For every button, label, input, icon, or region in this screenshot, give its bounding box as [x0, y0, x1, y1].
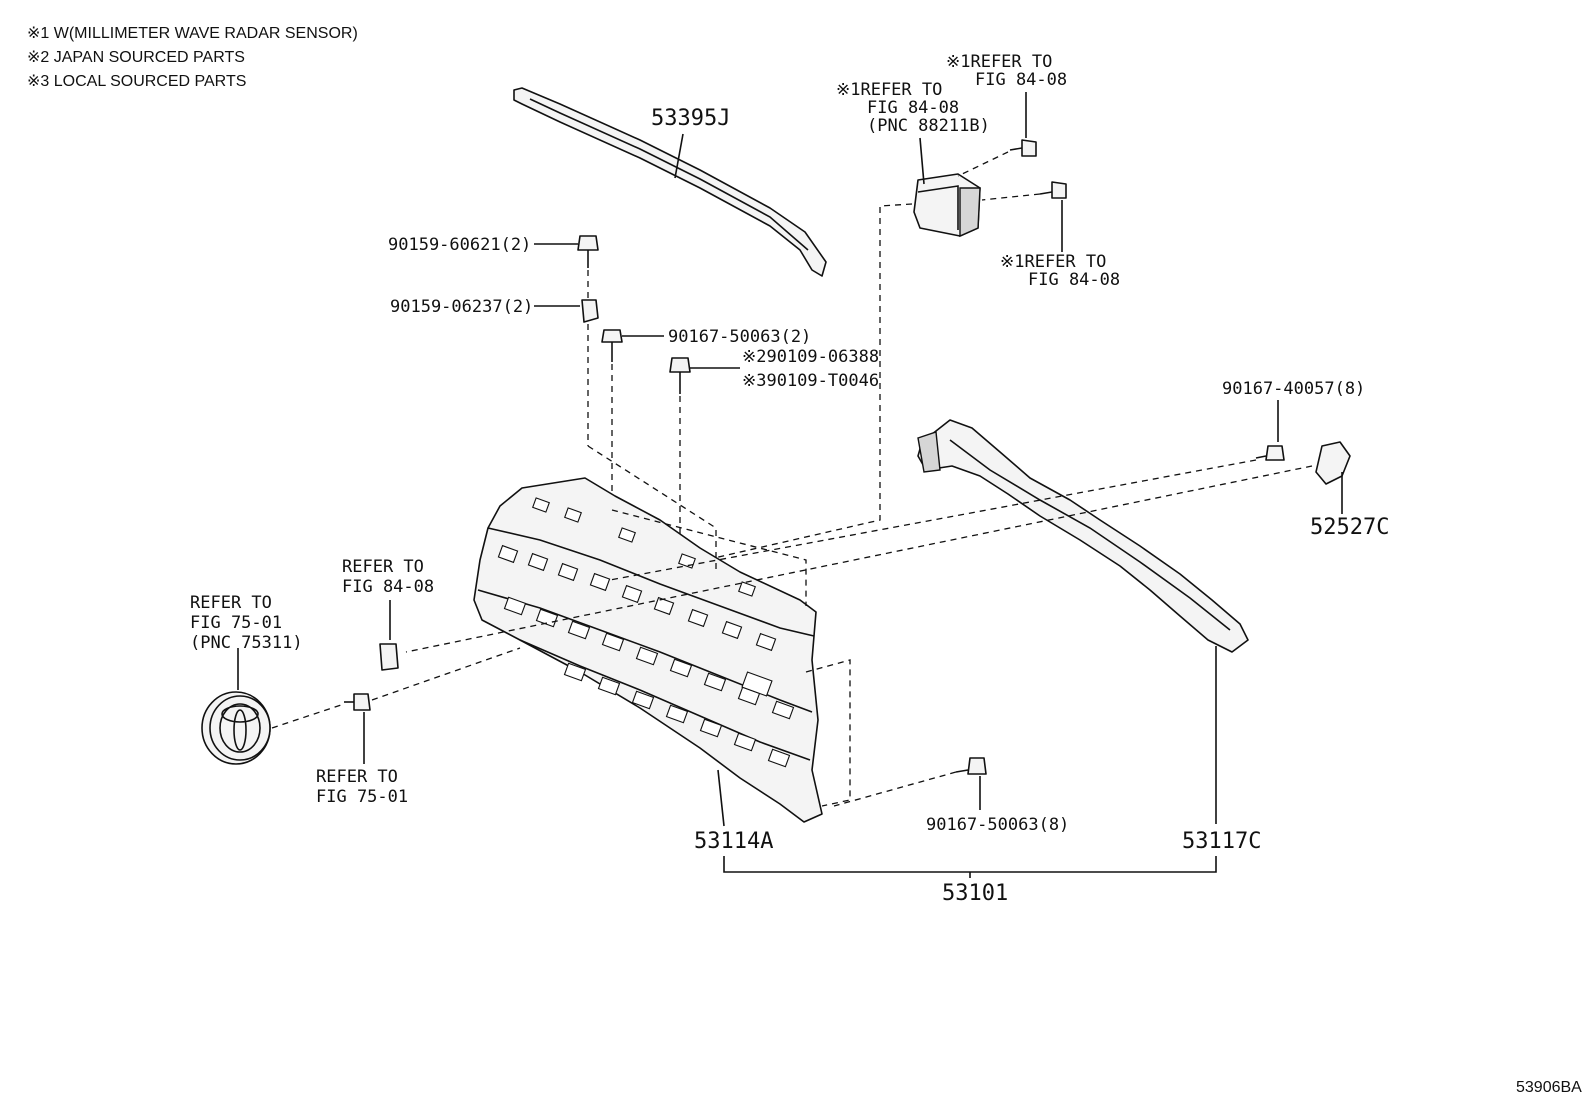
bolt-90159-60621[interactable]	[577, 235, 599, 268]
dash-screw-bottom	[833, 771, 957, 807]
radar-ref-b: ※1REFER TO FIG 84-08	[946, 52, 1067, 90]
radar-ref-b-line1: ※1REFER TO	[946, 52, 1052, 72]
label-emblem-line3: (PNC 75311)	[190, 633, 303, 653]
dash-radar-to-grille	[639, 203, 913, 576]
radar-ref-a-line3: (PNC 88211B)	[867, 116, 990, 136]
label-retainer: 53117C	[1182, 829, 1261, 854]
retainer-53117c[interactable]	[917, 419, 1249, 653]
dash-radar-lower	[981, 193, 1041, 201]
legend-notes: ※1 W(MILLIMETER WAVE RADAR SENSOR) ※2 JA…	[27, 25, 358, 90]
label-bracket: 52527C	[1310, 515, 1389, 540]
molding-strip-53395j[interactable]	[513, 87, 827, 277]
dash-nut-to-grille	[371, 647, 521, 701]
dash-box-mid	[611, 509, 807, 606]
screw-90167-50063-top[interactable]	[601, 329, 623, 362]
radar-ref-a: ※1REFER TO FIG 84-08 (PNC 88211B)	[836, 80, 990, 136]
clip-90159-06237[interactable]	[581, 299, 599, 323]
screw-90167-40057[interactable]	[1255, 445, 1285, 461]
note-3: ※3 LOCAL SOURCED PARTS	[27, 73, 246, 90]
emblem-nut[interactable]	[344, 693, 371, 711]
radar-ref-c-line2: FIG 84-08	[1028, 270, 1120, 290]
dash-box-right	[805, 659, 851, 807]
dash-bracket-to-clip	[405, 465, 1313, 653]
leader-molding	[674, 133, 684, 179]
dash-radar-upper	[957, 151, 1009, 177]
radar-ref-c-line1: ※1REFER TO	[1000, 252, 1106, 272]
screw-90167-50063-bottom[interactable]	[955, 757, 987, 775]
label-ref-84-08-line1: REFER TO	[342, 557, 424, 577]
radar-ref-a-line1: ※1REFER TO	[836, 80, 942, 100]
radar-ref-b-line2: FIG 84-08	[975, 70, 1067, 90]
figure-code: 53906BA	[1516, 1079, 1582, 1096]
radar-screw-lower[interactable]	[1039, 181, 1067, 199]
label-bolt-top: 90159-60621(2)	[388, 235, 531, 255]
assembly-bracket	[723, 856, 1217, 873]
label-assembly: 53101	[942, 881, 1008, 906]
radar-sensor[interactable]	[913, 173, 981, 238]
grille-mesh	[497, 497, 795, 768]
label-emblem-line1: REFER TO	[190, 593, 272, 613]
bracket-52527c[interactable]	[1315, 441, 1351, 485]
note-2: ※2 JAPAN SOURCED PARTS	[27, 49, 245, 66]
label-emblem-line2: FIG 75-01	[190, 613, 282, 633]
label-screw-bottom: 90167-50063(8)	[926, 815, 1069, 835]
label-clip-top: 90159-06237(2)	[390, 297, 533, 317]
radar-ref-c: ※1REFER TO FIG 84-08	[1000, 252, 1120, 290]
label-grille: 53114A	[694, 829, 773, 854]
label-screw-jp: ※290109-06388	[742, 347, 879, 367]
clip-ref-84-08[interactable]	[379, 643, 399, 671]
radar-ref-a-line2: FIG 84-08	[867, 98, 959, 118]
dash-emblem-to-nut	[271, 703, 345, 729]
label-screw-local: ※390109-T0046	[742, 371, 879, 391]
leader-radar-a	[919, 137, 925, 185]
screw-90109-06388[interactable]	[669, 357, 691, 394]
label-screw-right: 90167-40057(8)	[1222, 379, 1365, 399]
emblem-toyota[interactable]	[201, 691, 271, 765]
note-1: ※1 W(MILLIMETER WAVE RADAR SENSOR)	[27, 25, 358, 42]
label-emblem-nut-line2: FIG 75-01	[316, 787, 408, 807]
label-ref-84-08-line2: FIG 84-08	[342, 577, 434, 597]
dash-box-top	[587, 445, 717, 572]
radar-screw-upper[interactable]	[1009, 139, 1037, 157]
label-molding: 53395J	[651, 106, 730, 131]
leader-grille	[717, 769, 725, 827]
label-emblem-nut-line1: REFER TO	[316, 767, 398, 787]
label-screw-top: 90167-50063(2)	[668, 327, 811, 347]
